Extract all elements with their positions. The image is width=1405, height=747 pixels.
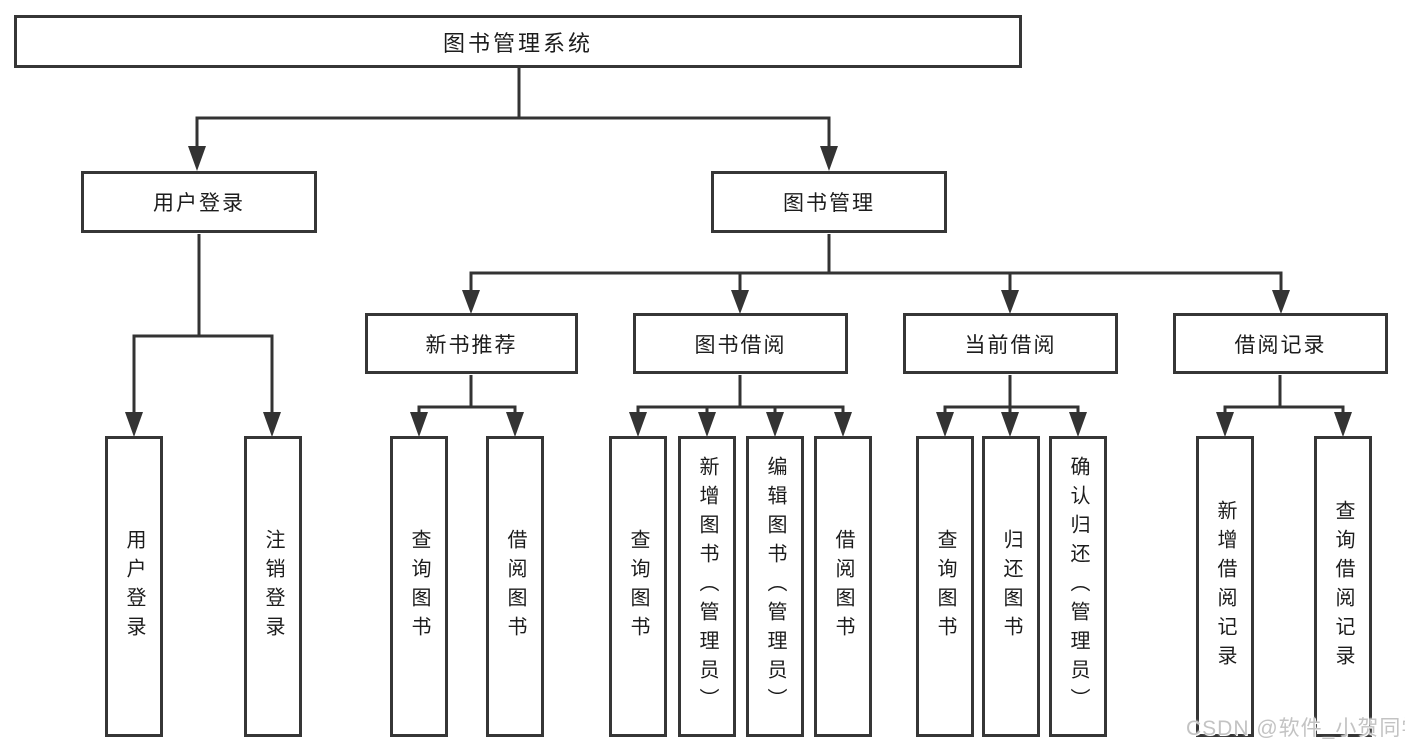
- node-book-management: 图书管理: [711, 171, 947, 233]
- node-query-books-recommend: 查询图书: [390, 436, 448, 737]
- node-user-login-action: 用户登录: [105, 436, 163, 737]
- node-add-borrow-record: 新增借阅记录: [1196, 436, 1254, 737]
- node-query-books-current-label: 查询图书: [934, 528, 956, 645]
- node-confirm-return-admin: 确认归还（管理员）: [1049, 436, 1107, 737]
- node-borrow-records: 借阅记录: [1173, 313, 1388, 374]
- node-user-login: 用户登录: [81, 171, 317, 233]
- node-borrow-books-action-label: 借阅图书: [832, 528, 854, 645]
- node-current-borrow-label: 当前借阅: [964, 333, 1057, 357]
- node-current-borrow: 当前借阅: [903, 313, 1118, 374]
- node-logout-action: 注销登录: [244, 436, 302, 737]
- node-user-login-label: 用户登录: [153, 192, 245, 215]
- node-add-borrow-record-label: 新增借阅记录: [1214, 499, 1236, 674]
- node-confirm-return-admin-label: 确认归还（管理员）: [1067, 456, 1089, 717]
- node-query-books-recommend-label: 查询图书: [408, 528, 430, 645]
- csdn-watermark: CSDN @软件_小贺同学: [1186, 717, 1405, 740]
- node-query-borrow-record: 查询借阅记录: [1314, 436, 1372, 737]
- node-add-book-admin: 新增图书（管理员）: [678, 436, 736, 737]
- node-logout-action-label: 注销登录: [262, 528, 284, 645]
- node-borrow-books-action: 借阅图书: [814, 436, 872, 737]
- node-book-borrow-label: 图书借阅: [694, 333, 787, 357]
- node-return-books-label: 归还图书: [1000, 528, 1022, 645]
- node-query-borrow-record-label: 查询借阅记录: [1332, 499, 1354, 674]
- node-borrow-books-recommend-label: 借阅图书: [504, 528, 526, 645]
- node-root-system: 图书管理系统: [14, 15, 1022, 68]
- node-borrow-records-label: 借阅记录: [1234, 333, 1327, 357]
- node-book-borrow: 图书借阅: [633, 313, 848, 374]
- node-query-books-borrow: 查询图书: [609, 436, 667, 737]
- node-query-books-current: 查询图书: [916, 436, 974, 737]
- node-add-book-admin-label: 新增图书（管理员）: [696, 456, 718, 717]
- node-new-book-recommend: 新书推荐: [365, 313, 578, 374]
- node-borrow-books-recommend: 借阅图书: [486, 436, 544, 737]
- node-return-books: 归还图书: [982, 436, 1040, 737]
- node-edit-book-admin-label: 编辑图书（管理员）: [764, 456, 786, 717]
- node-new-book-recommend-label: 新书推荐: [425, 333, 518, 357]
- node-book-management-label: 图书管理: [783, 192, 875, 215]
- node-user-login-action-label: 用户登录: [123, 528, 145, 645]
- node-root-system-label: 图书管理系统: [442, 30, 593, 56]
- node-edit-book-admin: 编辑图书（管理员）: [746, 436, 804, 737]
- node-query-books-borrow-label: 查询图书: [627, 528, 649, 645]
